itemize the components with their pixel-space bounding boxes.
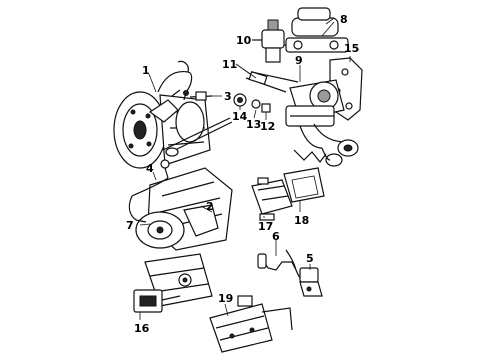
callout-3: 3 [224,90,232,103]
callout-6: 6 [272,230,280,243]
callout-2: 2 [206,200,214,213]
callout-12: 12 [260,120,275,133]
master-cylinder-assembly [270,7,349,53]
callout-8: 8 [340,13,348,26]
proportioning-valve-10 [252,19,285,63]
bracket-19 [209,295,293,353]
callout-19: 19 [218,292,233,305]
callout-5: 5 [306,252,314,265]
abs-modulator-9 [285,79,359,167]
callout-4: 4 [146,162,154,175]
callout-17: 17 [258,220,273,233]
callout-13: 13 [246,118,261,131]
brake-line-11 [245,70,299,93]
callout-16: 16 [134,322,150,335]
front-brake-assembly [128,159,233,251]
callout-15: 15 [344,42,359,55]
leader-lines [139,17,351,320]
rear-axle-assembly [113,60,233,169]
callout-9: 9 [295,54,303,67]
callout-labels: 1 2 3 4 5 6 7 8 9 10 11 12 13 14 15 16 1… [126,13,359,335]
callout-18: 18 [294,214,309,227]
callout-10: 10 [236,34,252,47]
callout-11: 11 [222,58,237,71]
callout-1: 1 [142,64,150,77]
callout-14: 14 [232,110,248,123]
frame-and-relay-16 [133,253,213,313]
ebcm-17 [251,177,293,221]
callout-7: 7 [126,219,134,232]
bracket-18 [283,149,327,203]
sensor-harness-5-6 [257,249,323,297]
